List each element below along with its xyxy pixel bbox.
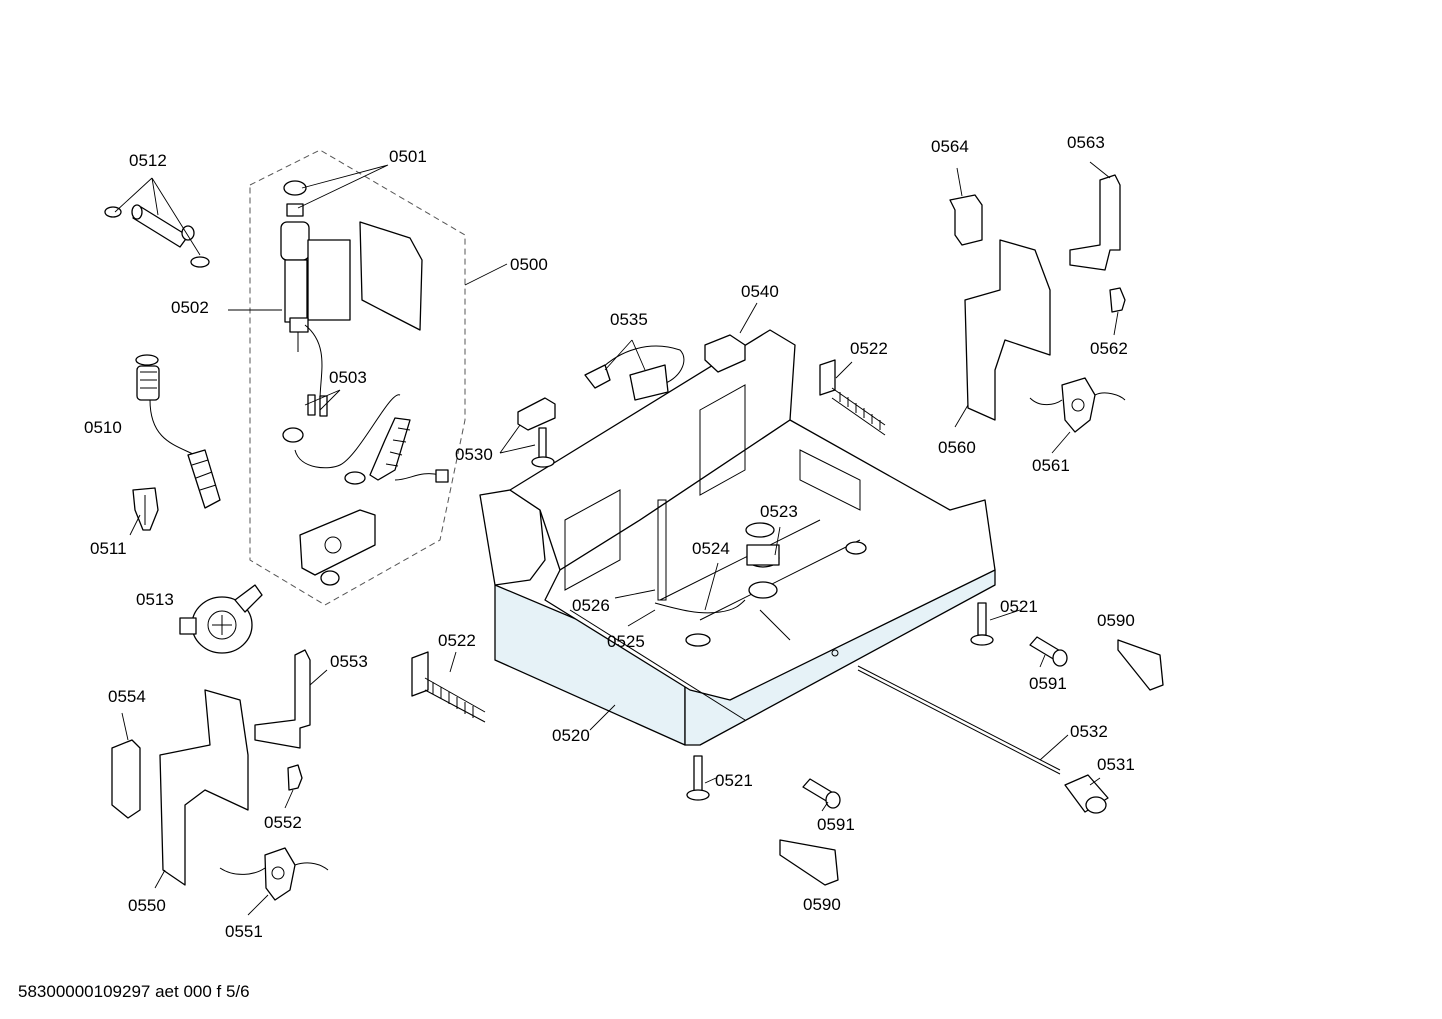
bracket-0564 [949,194,983,246]
leader-lines [114,161,1119,916]
callout-0521-lower: 0521 [715,771,753,790]
seal-0523 [745,522,867,599]
callout-0510: 0510 [84,418,122,437]
rod-0532 [857,665,1061,775]
callout-0551: 0551 [225,922,263,941]
connector-0540 [704,334,746,373]
callout-0532: 0532 [1070,722,1108,741]
callout-0553: 0553 [330,652,368,671]
bracket-0560 [964,239,1051,421]
bolt-0591-right [1029,636,1068,667]
callout-0522-upper: 0522 [850,339,888,358]
callout-0554: 0554 [108,687,146,706]
rail-0590-lower [779,839,839,886]
callout-0590-lower: 0590 [803,895,841,914]
clip-0552 [287,764,303,791]
callout-0531: 0531 [1097,755,1135,774]
callout-0502: 0502 [171,298,209,317]
callout-0550: 0550 [128,896,166,915]
foot-screw-0521-lower [686,755,710,801]
callout-0591-right: 0591 [1029,674,1067,693]
sensor-0551 [219,847,329,901]
spring-0522-lower [411,651,486,723]
bracket-0553 [254,649,311,749]
callout-0524: 0524 [692,539,730,558]
bracket-0550 [159,689,249,886]
cable-0535 [584,345,685,401]
sensor-0561 [1029,377,1126,433]
callout-0501: 0501 [389,147,427,166]
clip-0562 [1109,287,1126,313]
callout-0512: 0512 [129,151,167,170]
drain-hose-0503 [344,417,449,485]
hose-0510 [135,354,221,509]
callout-0500: 0500 [510,255,548,274]
callout-0503: 0503 [329,368,367,387]
callout-0560: 0560 [938,438,976,457]
callout-0561: 0561 [1032,456,1070,475]
callout-0520: 0520 [552,726,590,745]
callout-0590-right: 0590 [1097,611,1135,630]
callout-0511: 0511 [90,539,127,558]
cover-0554 [111,739,141,819]
foot-0531 [1064,774,1109,814]
hose-0512 [104,204,210,268]
screw-0530 [531,427,555,468]
pump-assembly-0502 [280,180,423,469]
callout-0526: 0526 [572,596,610,615]
pump-bracket [299,509,376,586]
switch-0530 [517,397,556,431]
callout-0513: 0513 [136,590,174,609]
document-reference: 58300000109297 aet 000 f 5/6 [18,982,250,1001]
drain-pump-0513 [179,584,263,654]
callout-0552: 0552 [264,813,302,832]
callout-0564: 0564 [931,137,969,156]
base-tub-0520 [479,329,996,746]
assembly-0500-outline [249,149,466,606]
callout-0540: 0540 [741,282,779,301]
callout-0591-lower: 0591 [817,815,855,834]
callout-0530: 0530 [455,445,493,464]
clip-0511 [132,487,159,531]
bolt-0591-lower [802,778,841,809]
callout-0535: 0535 [610,310,648,329]
bracket-0563 [1069,174,1121,271]
foot-screw-0521-right [970,602,994,646]
callout-0563: 0563 [1067,133,1105,152]
callout-0523: 0523 [760,502,798,521]
callout-0525: 0525 [607,632,645,651]
spring-0522-upper [819,359,886,436]
callout-0562: 0562 [1090,339,1128,358]
rail-0590-right [1117,639,1164,691]
switch-harness-0524 [654,599,746,647]
callout-0522-lower: 0522 [438,631,476,650]
callout-0521-right: 0521 [1000,597,1038,616]
